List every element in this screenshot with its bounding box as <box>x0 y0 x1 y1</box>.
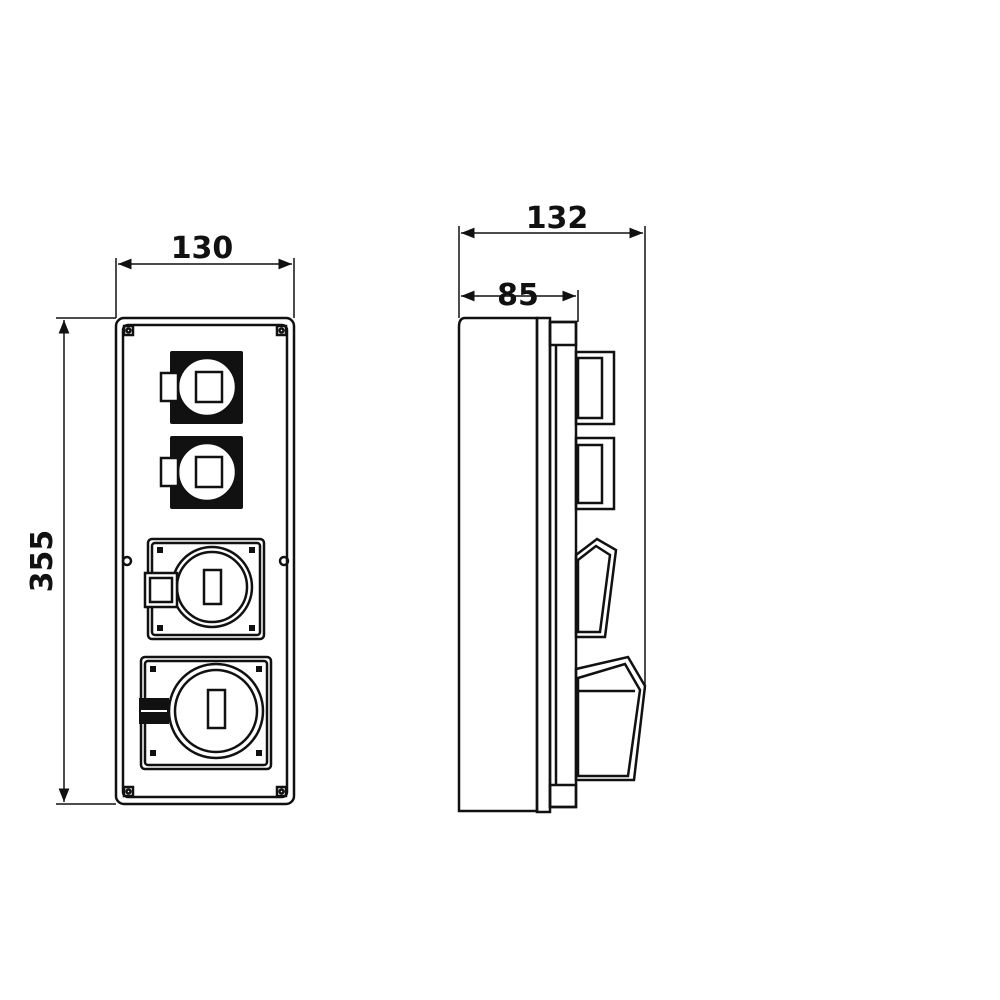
side-view: 132 85 <box>457 201 647 814</box>
small-socket-top <box>159 351 243 424</box>
enclosure-front <box>114 316 296 806</box>
height-dimension: 355 <box>25 317 116 805</box>
width-dimension-label: 130 <box>171 231 234 266</box>
side-socket-3 <box>574 537 618 639</box>
height-dimension-label: 355 <box>25 530 60 593</box>
enclosure-side <box>457 316 578 814</box>
total-depth-label: 132 <box>526 201 589 236</box>
small-socket-second <box>159 436 243 509</box>
medium-socket <box>143 537 266 641</box>
side-socket-2 <box>574 436 616 511</box>
front-view: 130 355 <box>25 231 296 806</box>
large-socket <box>139 655 273 771</box>
body-depth-label: 85 <box>497 278 539 313</box>
side-socket-1 <box>574 350 616 426</box>
body-depth-dimension: 85 <box>461 278 579 322</box>
side-socket-4 <box>574 655 647 782</box>
total-depth-dimension: 132 <box>458 201 646 690</box>
width-dimension: 130 <box>115 231 295 318</box>
